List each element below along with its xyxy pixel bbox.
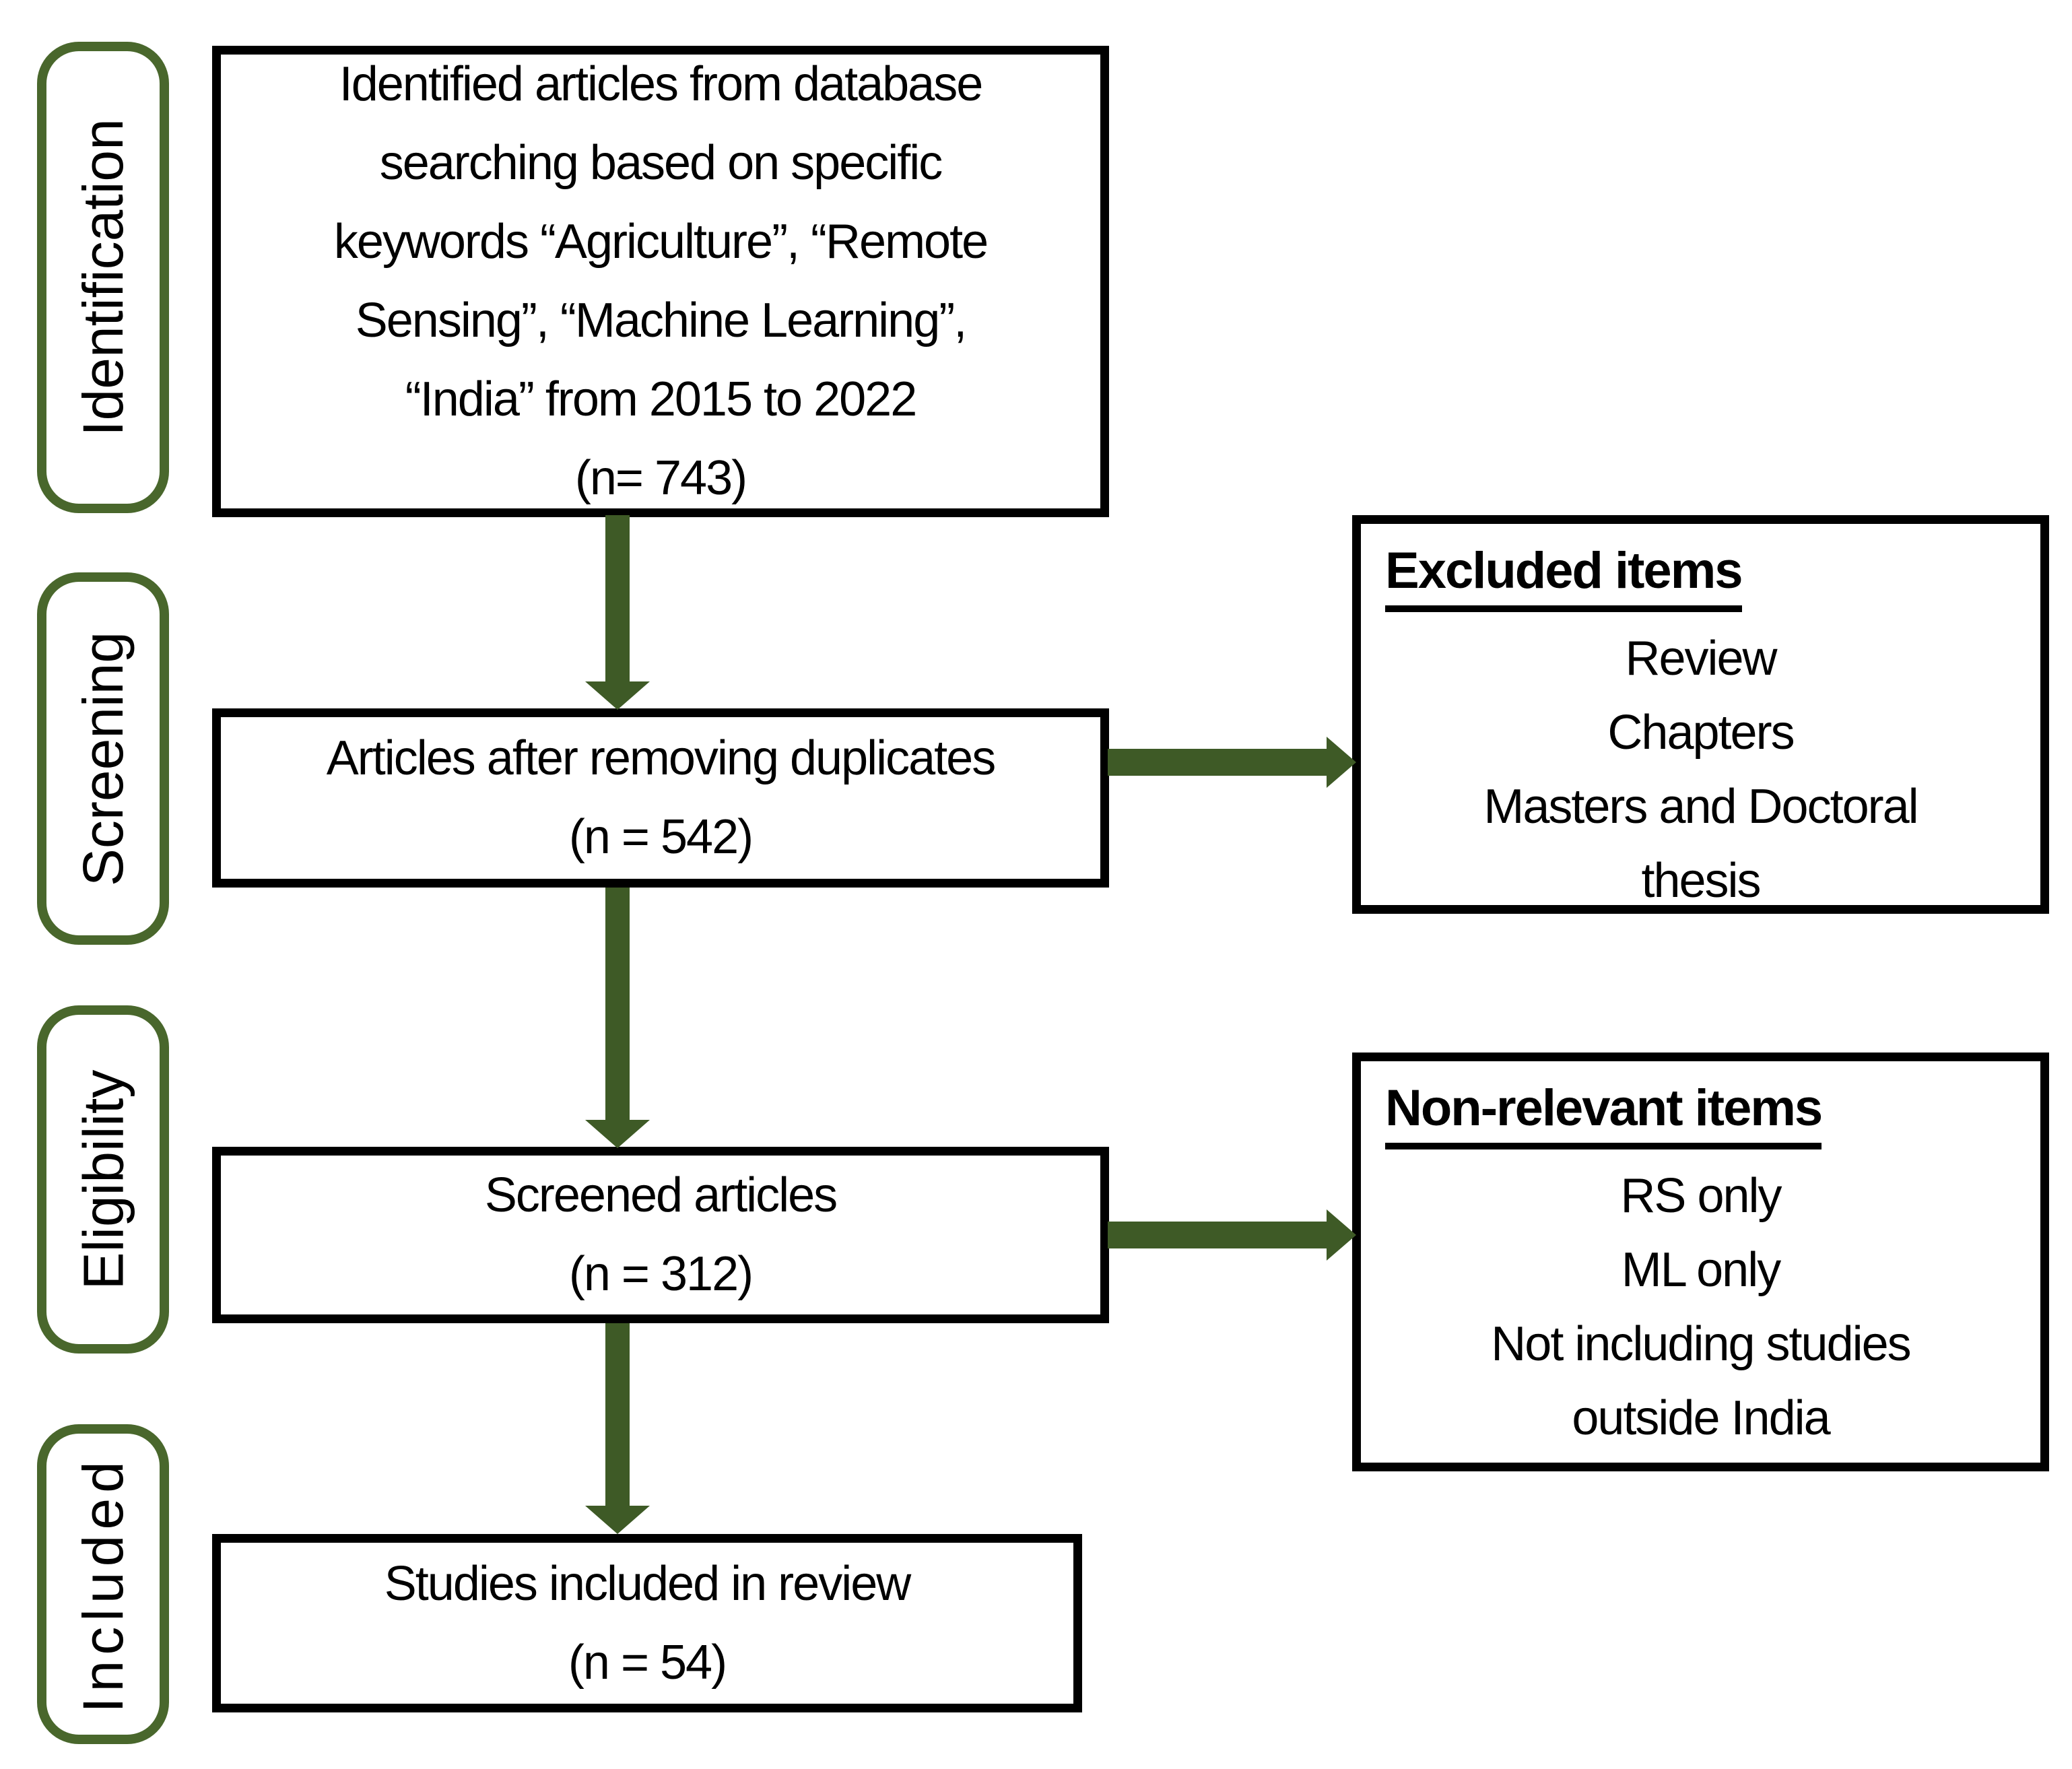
excluded-item: Chapters	[1607, 706, 1795, 760]
flow-box-included-studies: Studies included in review (n = 54)	[212, 1534, 1082, 1712]
arrow-down-screening-to-eligibility	[605, 888, 630, 1121]
stage-label-eligibility: Eligibility	[37, 1005, 169, 1354]
flow-box-identified-articles: Identified articles from database search…	[212, 46, 1109, 517]
box-line: Studies included in review	[384, 1556, 911, 1611]
box-count: (n = 542)	[568, 810, 754, 864]
stage-label-screening-text: Screening	[71, 631, 135, 886]
box-line: Articles after removing duplicates	[326, 731, 996, 785]
arrowhead-down-icon	[585, 1120, 650, 1148]
side-box-non-relevant-items: Non-relevant items RS only ML only Not i…	[1352, 1053, 2049, 1471]
stage-label-included: Included	[37, 1424, 169, 1744]
box-line: Identified articles from database	[339, 57, 984, 111]
stage-label-screening: Screening	[37, 572, 169, 945]
box-count: (n = 312)	[568, 1247, 754, 1301]
arrow-down-eligibility-to-included	[605, 1323, 630, 1507]
stage-label-eligibility-text: Eligibility	[71, 1069, 135, 1290]
arrow-right-duplicates-to-excluded	[1108, 749, 1328, 776]
arrow-down-identification-to-screening	[605, 515, 630, 683]
box-line: searching based on specific	[379, 136, 943, 190]
non-relevant-item: ML only	[1621, 1243, 1781, 1297]
stage-label-identification-text: Identification	[71, 119, 135, 436]
box-line: Screened articles	[484, 1168, 838, 1222]
non-relevant-item: RS only	[1620, 1169, 1782, 1223]
stage-label-identification: Identification	[37, 42, 169, 513]
arrowhead-down-icon	[585, 1506, 650, 1534]
non-relevant-items-list: RS only ML only Not including studies ou…	[1361, 1159, 2040, 1455]
excluded-items-title: Excluded items	[1385, 541, 1743, 612]
excluded-item: Masters and Doctoral	[1483, 780, 1918, 834]
box-count: (n = 54)	[568, 1635, 727, 1690]
box-line: “India” from 2015 to 2022	[405, 372, 917, 426]
excluded-item: thesis	[1641, 854, 1761, 908]
non-relevant-item: Not including studies	[1491, 1317, 1911, 1371]
non-relevant-item: outside India	[1572, 1391, 1830, 1445]
box-count: (n= 743)	[574, 451, 747, 505]
non-relevant-items-title: Non-relevant items	[1385, 1079, 1823, 1149]
flow-box-duplicates-removed: Articles after removing duplicates (n = …	[212, 708, 1109, 888]
box-line: keywords “Agriculture”, “Remote	[333, 215, 989, 269]
arrowhead-down-icon	[585, 681, 650, 710]
flow-box-screened-articles: Screened articles (n = 312)	[212, 1147, 1109, 1323]
arrowhead-right-icon	[1327, 1209, 1356, 1261]
excluded-items-list: Review Chapters Masters and Doctoral the…	[1361, 622, 2040, 918]
stage-label-included-text: Included	[71, 1455, 135, 1713]
arrow-right-screened-to-non-relevant	[1108, 1222, 1328, 1248]
box-line: Sensing”, “Machine Learning”,	[355, 294, 968, 347]
arrowhead-right-icon	[1327, 737, 1356, 788]
excluded-item: Review	[1625, 632, 1777, 686]
side-box-excluded-items: Excluded items Review Chapters Masters a…	[1352, 515, 2049, 914]
